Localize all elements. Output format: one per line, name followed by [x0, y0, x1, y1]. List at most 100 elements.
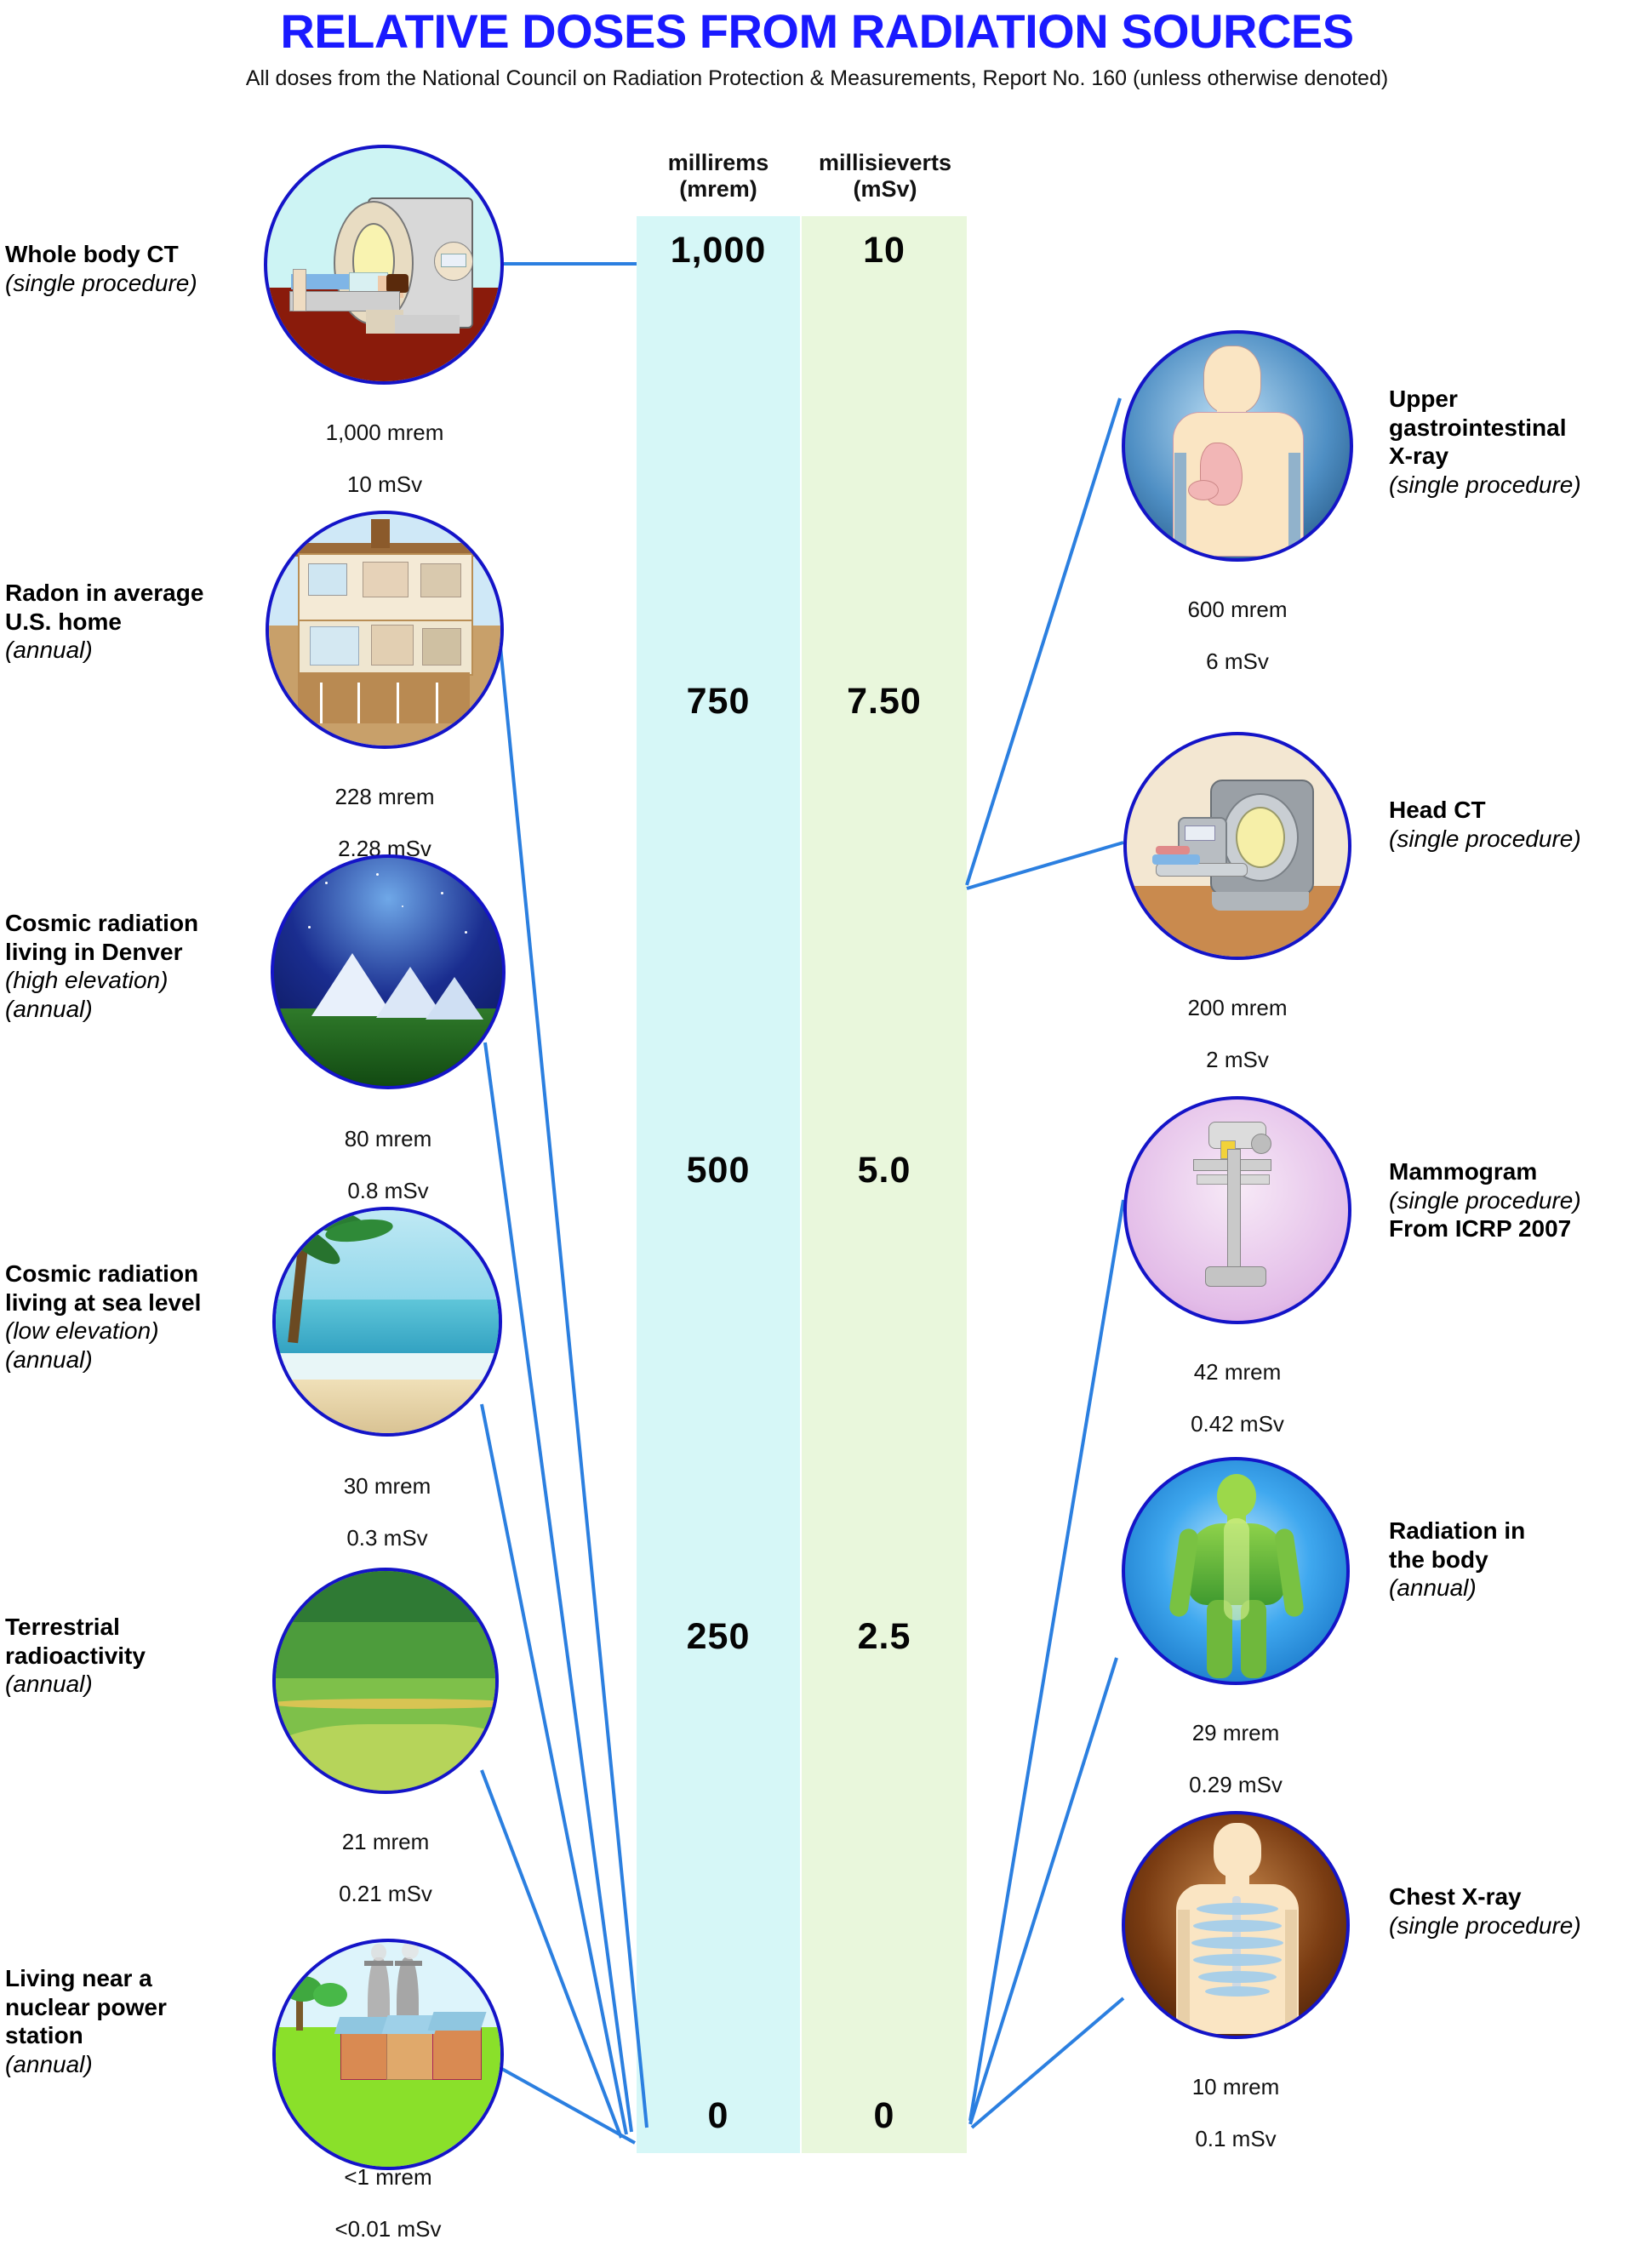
label-upper-gi-title-3: X-ray: [1389, 443, 1449, 470]
caption-cosmic-sea-msv: 0.3 mSv: [346, 1525, 428, 1551]
caption-cosmic-denver-mrem: 80 mrem: [344, 1125, 432, 1151]
caption-cosmic-denver: 80 mrem 0.8 mSv: [271, 1100, 506, 1230]
label-head-ct-title-1: Head CT: [1389, 797, 1486, 823]
label-radiation-body-title-2: the body: [1389, 1545, 1488, 1573]
caption-radiation-body: 29 mrem 0.29 mSv: [1122, 1694, 1350, 1824]
label-radon-title-2: U.S. home: [5, 608, 122, 635]
scale-tick-mrem-500: 500: [686, 1150, 751, 1191]
label-chest-xray-qualifier: (single procedure): [1389, 1911, 1581, 1939]
icon-glowing-body: [1122, 1457, 1350, 1685]
label-mammogram-qualifier2: From ICRP 2007: [1389, 1215, 1572, 1243]
label-head-ct-qualifier: (single procedure): [1389, 825, 1581, 852]
label-cosmic-denver: Cosmic radiation living in Denver (high …: [5, 909, 260, 1023]
connector-head-ct: [966, 841, 1124, 890]
connector-cosmic-sea: [480, 1403, 628, 2135]
label-cosmic-sea-qualifier: (low elevation): [5, 1317, 159, 1345]
scale-tick-msv-10: 10: [863, 230, 906, 271]
icon-nuclear-power-station: [272, 1939, 504, 2170]
label-nuclear-station-title-1: Living near a: [5, 1965, 152, 1991]
scale-header-mrem-line2: (mrem): [679, 176, 757, 203]
label-radon: Radon in average U.S. home (annual): [5, 579, 260, 665]
scale-header-msv: millisieverts (mSv): [785, 150, 986, 203]
label-nuclear-station: Living near a nuclear power station (ann…: [5, 1964, 260, 2078]
label-upper-gi: Upper gastrointestinal X-ray (single pro…: [1389, 385, 1634, 499]
scale-header-msv-line2: (mSv): [853, 176, 917, 203]
label-radiation-body: Radiation in the body (annual): [1389, 1517, 1634, 1602]
caption-mammogram-mrem: 42 mrem: [1193, 1358, 1282, 1385]
label-cosmic-sea: Cosmic radiation living at sea level (lo…: [5, 1260, 269, 1374]
scale-tick-mrem-0: 0: [707, 2095, 729, 2136]
scale-tick-mrem-250: 250: [686, 1616, 751, 1657]
label-radiation-body-title-1: Radiation in: [1389, 1517, 1526, 1544]
label-chest-xray: Chest X-ray (single procedure): [1389, 1882, 1634, 1940]
scale-header-mrem-line1: millirems: [667, 150, 769, 175]
caption-head-ct-mrem: 200 mrem: [1187, 994, 1288, 1020]
label-whole-body-ct: Whole body CT (single procedure): [5, 240, 260, 297]
label-cosmic-sea-qualifier2: (annual): [5, 1345, 93, 1373]
icon-beach-palm: [272, 1207, 502, 1437]
caption-head-ct: 200 mrem 2 mSv: [1123, 968, 1351, 1099]
label-upper-gi-title-1: Upper: [1389, 386, 1458, 412]
label-head-ct: Head CT (single procedure): [1389, 796, 1634, 853]
icon-house-cutaway: [266, 511, 504, 749]
caption-head-ct-msv: 2 mSv: [1206, 1047, 1269, 1073]
caption-whole-body-ct: 1,000 mrem 10 mSv: [266, 393, 504, 523]
label-radiation-body-qualifier: (annual): [1389, 1574, 1477, 1602]
label-terrestrial-title-2: radioactivity: [5, 1642, 146, 1669]
label-terrestrial-qualifier: (annual): [5, 1671, 93, 1698]
caption-radiation-body-mrem: 29 mrem: [1191, 1719, 1280, 1745]
caption-terrestrial: 21 mrem 0.21 mSv: [272, 1802, 499, 1933]
scale-header-mrem: millirems (mrem): [618, 150, 819, 203]
scale-column-msv: [802, 216, 967, 2153]
icon-stomach-torso: [1122, 330, 1353, 562]
label-whole-body-ct-title: Whole body CT: [5, 241, 179, 267]
caption-terrestrial-msv: 0.21 mSv: [339, 1881, 432, 1907]
caption-upper-gi: 600 mrem 6 mSv: [1122, 570, 1353, 700]
scale-column-mrem: [637, 216, 800, 2153]
label-nuclear-station-title-2: nuclear power: [5, 1993, 167, 2020]
caption-nuclear-station-msv: <0.01 mSv: [334, 2216, 442, 2242]
label-mammogram-title-1: Mammogram: [1389, 1158, 1538, 1185]
scale-tick-msv-50: 5.0: [857, 1150, 911, 1191]
connector-chest-xray: [970, 1997, 1125, 2129]
icon-ct-scanner: [264, 145, 504, 385]
label-cosmic-sea-title-2: living at sea level: [5, 1288, 202, 1316]
caption-whole-body-ct-msv: 10 mSv: [346, 471, 423, 498]
scale-tick-msv-25: 2.5: [857, 1616, 911, 1657]
label-terrestrial-title-1: Terrestrial: [5, 1614, 120, 1640]
icon-head-ct-scanner: [1123, 732, 1351, 960]
scale-header-msv-line1: millisieverts: [818, 150, 952, 175]
scale-tick-mrem-1000: 1,000: [670, 230, 767, 271]
connector-radon: [499, 646, 648, 2128]
icon-chest-ribcage: [1122, 1811, 1350, 2039]
label-cosmic-denver-title-2: living in Denver: [5, 938, 183, 965]
label-whole-body-ct-qualifier: (single procedure): [5, 269, 197, 296]
label-chest-xray-title-1: Chest X-ray: [1389, 1883, 1522, 1910]
caption-radiation-body-msv: 0.29 mSv: [1189, 1772, 1283, 1798]
caption-cosmic-sea: 30 mrem 0.3 mSv: [272, 1447, 502, 1577]
label-terrestrial: Terrestrial radioactivity (annual): [5, 1613, 260, 1699]
caption-terrestrial-mrem: 21 mrem: [341, 1828, 430, 1854]
caption-upper-gi-msv: 6 mSv: [1206, 648, 1269, 675]
caption-chest-xray-mrem: 10 mrem: [1191, 2073, 1280, 2099]
caption-cosmic-denver-msv: 0.8 mSv: [347, 1178, 429, 1204]
icon-mountain-night-sky: [271, 854, 506, 1089]
connector-upper-gi: [965, 397, 1122, 886]
caption-whole-body-ct-mrem: 1,000 mrem: [325, 419, 444, 445]
label-cosmic-denver-qualifier: (high elevation): [5, 967, 169, 994]
label-radon-qualifier: (annual): [5, 637, 93, 664]
caption-mammogram: 42 mrem 0.42 mSv: [1123, 1333, 1351, 1463]
icon-green-hills: [272, 1568, 499, 1794]
label-nuclear-station-qualifier: (annual): [5, 2050, 93, 2077]
scale-tick-msv-750: 7.50: [847, 681, 922, 722]
caption-chest-xray-msv: 0.1 mSv: [1195, 2126, 1277, 2152]
label-radon-title-1: Radon in average: [5, 580, 204, 606]
label-cosmic-sea-title-1: Cosmic radiation: [5, 1260, 199, 1287]
caption-nuclear-station: <1 mrem <0.01 mSv: [272, 2138, 504, 2268]
connector-cosmic-denver: [483, 1042, 633, 2133]
label-cosmic-denver-title-1: Cosmic radiation: [5, 910, 199, 936]
caption-chest-xray: 10 mrem 0.1 mSv: [1122, 2048, 1350, 2178]
connector-terrestrial: [480, 1769, 623, 2139]
label-mammogram-qualifier: (single procedure): [1389, 1186, 1581, 1214]
